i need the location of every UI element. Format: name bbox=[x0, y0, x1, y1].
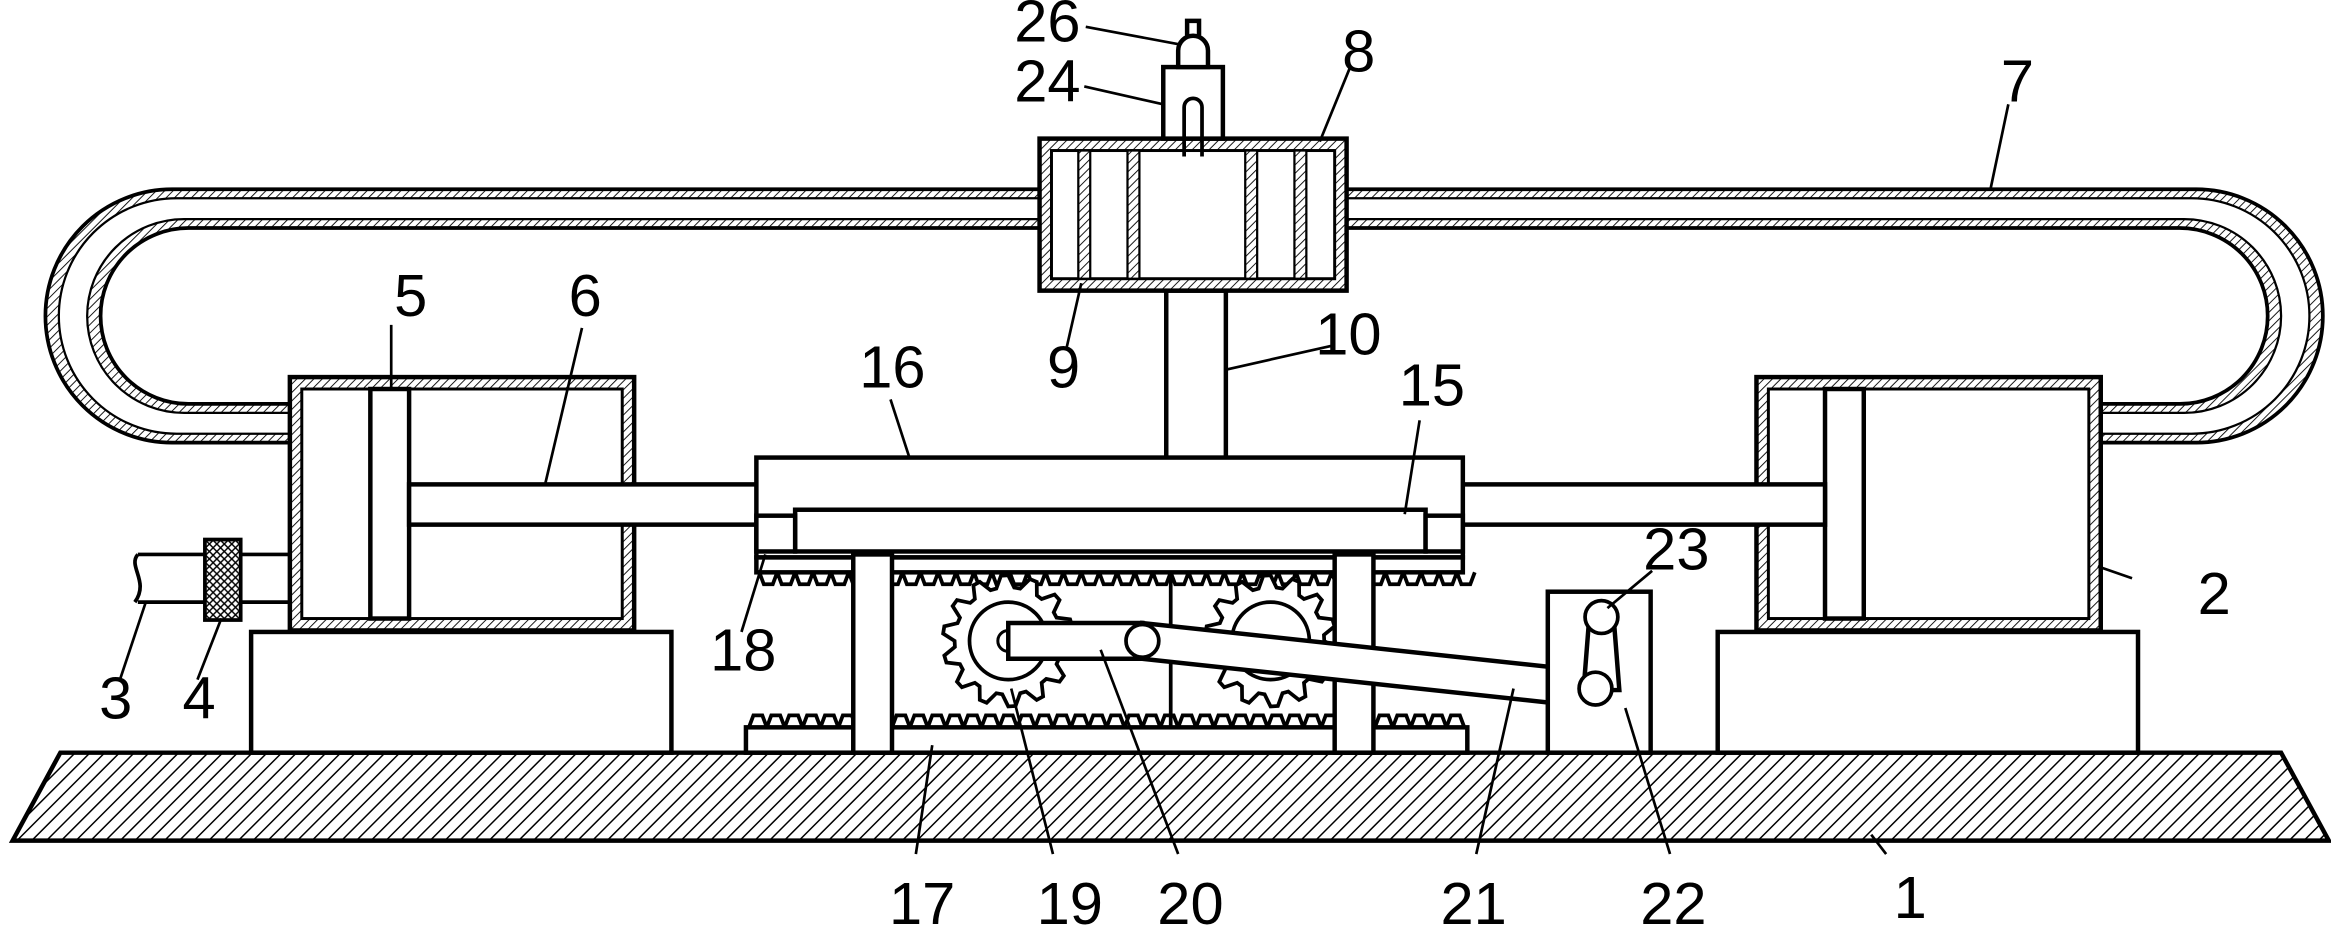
label-18: 18 bbox=[710, 617, 776, 684]
label-6: 6 bbox=[569, 262, 602, 329]
label-2: 2 bbox=[2198, 560, 2231, 627]
left-guide bbox=[754, 513, 798, 554]
nozzle-tip bbox=[1175, 18, 1211, 70]
stem bbox=[1164, 288, 1229, 462]
nozzle-body bbox=[1161, 64, 1226, 141]
label-24: 24 bbox=[1014, 47, 1080, 114]
valve bbox=[203, 537, 243, 622]
link-arm-20 bbox=[1006, 620, 1145, 662]
top-housing bbox=[1037, 136, 1349, 293]
left-piston bbox=[368, 386, 412, 621]
label-17: 17 bbox=[889, 870, 955, 936]
support-post-left bbox=[851, 552, 895, 755]
label-4: 4 bbox=[183, 664, 216, 731]
label-15: 15 bbox=[1399, 351, 1465, 418]
part-labels: 26 24 8 7 5 6 16 15 10 9 23 2 18 3 4 17 … bbox=[99, 0, 2231, 936]
label-22: 22 bbox=[1640, 870, 1706, 936]
label-10: 10 bbox=[1315, 301, 1381, 368]
left-piston-rod bbox=[406, 482, 761, 527]
upper-rack bbox=[754, 555, 1477, 587]
base-plate bbox=[8, 750, 2331, 843]
label-19: 19 bbox=[1037, 870, 1103, 936]
label-20: 20 bbox=[1157, 870, 1223, 936]
label-1: 1 bbox=[1894, 864, 1927, 931]
right-support-block bbox=[1715, 629, 2141, 755]
left-support-block bbox=[248, 629, 674, 755]
right-cylinder bbox=[1754, 374, 2103, 633]
right-piston bbox=[1822, 386, 1867, 621]
label-9: 9 bbox=[1047, 334, 1080, 401]
label-26: 26 bbox=[1014, 0, 1080, 55]
label-3: 3 bbox=[99, 664, 132, 731]
label-5: 5 bbox=[394, 262, 427, 329]
loop-tube bbox=[43, 187, 2325, 445]
label-7: 7 bbox=[2001, 47, 2034, 114]
slider-bar bbox=[792, 507, 1428, 554]
label-21: 21 bbox=[1440, 870, 1506, 936]
label-8: 8 bbox=[1342, 18, 1375, 85]
leader-lines bbox=[118, 25, 2133, 855]
nozzle-slot bbox=[1182, 96, 1204, 157]
right-guide bbox=[1423, 513, 1466, 554]
label-23: 23 bbox=[1643, 515, 1709, 582]
label-16: 16 bbox=[859, 334, 925, 401]
